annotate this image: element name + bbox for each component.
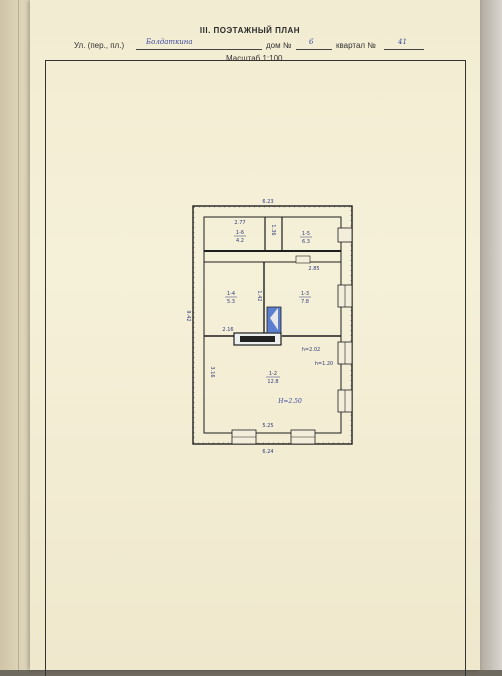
page-title: III. ПОЭТАЖНЫЙ ПЛАН bbox=[199, 26, 301, 35]
house-label: дом № bbox=[266, 41, 292, 50]
house-underline bbox=[296, 49, 332, 50]
scale-label: Масштаб 1:100 bbox=[226, 54, 283, 63]
house-value: 6 bbox=[309, 38, 314, 46]
street-value: Болдаткина bbox=[146, 38, 193, 46]
street-label: Ул. (пер., пл.) bbox=[74, 41, 125, 50]
block-underline bbox=[384, 49, 424, 50]
street-underline bbox=[136, 49, 262, 50]
block-label: квартал № bbox=[336, 41, 376, 50]
block-value: 41 bbox=[398, 38, 407, 46]
drawing-frame bbox=[45, 60, 466, 676]
